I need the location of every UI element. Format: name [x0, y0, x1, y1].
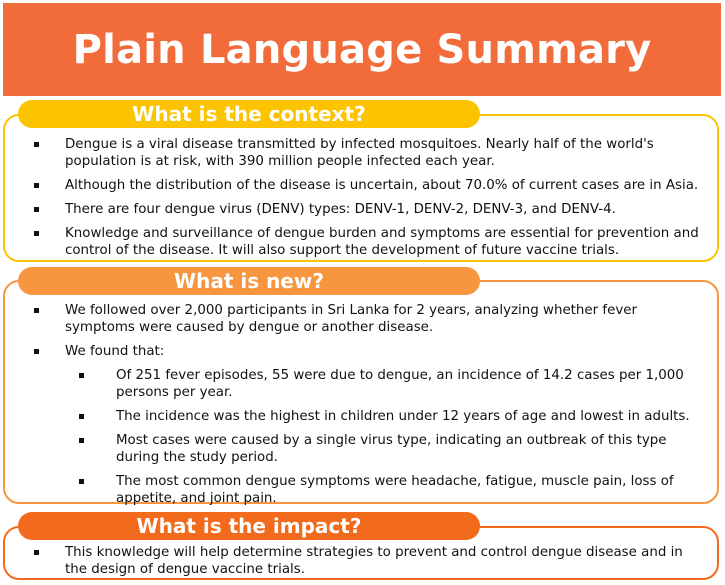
bullet-marker	[34, 183, 39, 188]
bullet-marker	[34, 308, 39, 313]
list-item: Most cases were caused by a single virus…	[65, 432, 705, 466]
list-item: The incidence was the highest in childre…	[65, 408, 705, 425]
list-item: The most common dengue symptoms were hea…	[65, 473, 705, 507]
bullet-marker	[79, 373, 84, 378]
section-heading-context: What is the context?	[18, 100, 480, 128]
bullet-marker	[34, 550, 39, 555]
page-title: Plain Language Summary	[72, 26, 652, 73]
list-item: Dengue is a viral disease transmitted by…	[5, 136, 717, 170]
new-bullet-list: We followed over 2,000 participants in S…	[5, 302, 717, 514]
list-item: There are four dengue virus (DENV) types…	[5, 201, 717, 218]
section-heading-new: What is new?	[18, 267, 480, 295]
list-item: Of 251 fever episodes, 55 were due to de…	[65, 367, 705, 401]
list-item: Knowledge and surveillance of dengue bur…	[5, 225, 717, 259]
context-bullet-list: Dengue is a viral disease transmitted by…	[5, 136, 717, 266]
list-item: We found that: Of 251 fever episodes, 55…	[5, 343, 717, 507]
list-item: We followed over 2,000 participants in S…	[5, 302, 717, 336]
bullet-marker	[34, 142, 39, 147]
section-context: Dengue is a viral disease transmitted by…	[3, 114, 719, 262]
section-heading-impact: What is the impact?	[18, 512, 480, 540]
bullet-marker	[34, 207, 39, 212]
impact-bullet-list: This knowledge will help determine strat…	[5, 544, 717, 585]
list-item: This knowledge will help determine strat…	[5, 544, 717, 578]
section-new: We followed over 2,000 participants in S…	[3, 280, 719, 506]
bullet-marker	[34, 231, 39, 236]
title-banner: Plain Language Summary	[3, 3, 721, 96]
list-item: Although the distribution of the disease…	[5, 177, 717, 194]
bullet-marker	[79, 479, 84, 484]
bullet-marker	[79, 438, 84, 443]
bullet-marker	[79, 414, 84, 419]
findings-sub-list: Of 251 fever episodes, 55 were due to de…	[65, 367, 705, 507]
bullet-marker	[34, 349, 39, 354]
